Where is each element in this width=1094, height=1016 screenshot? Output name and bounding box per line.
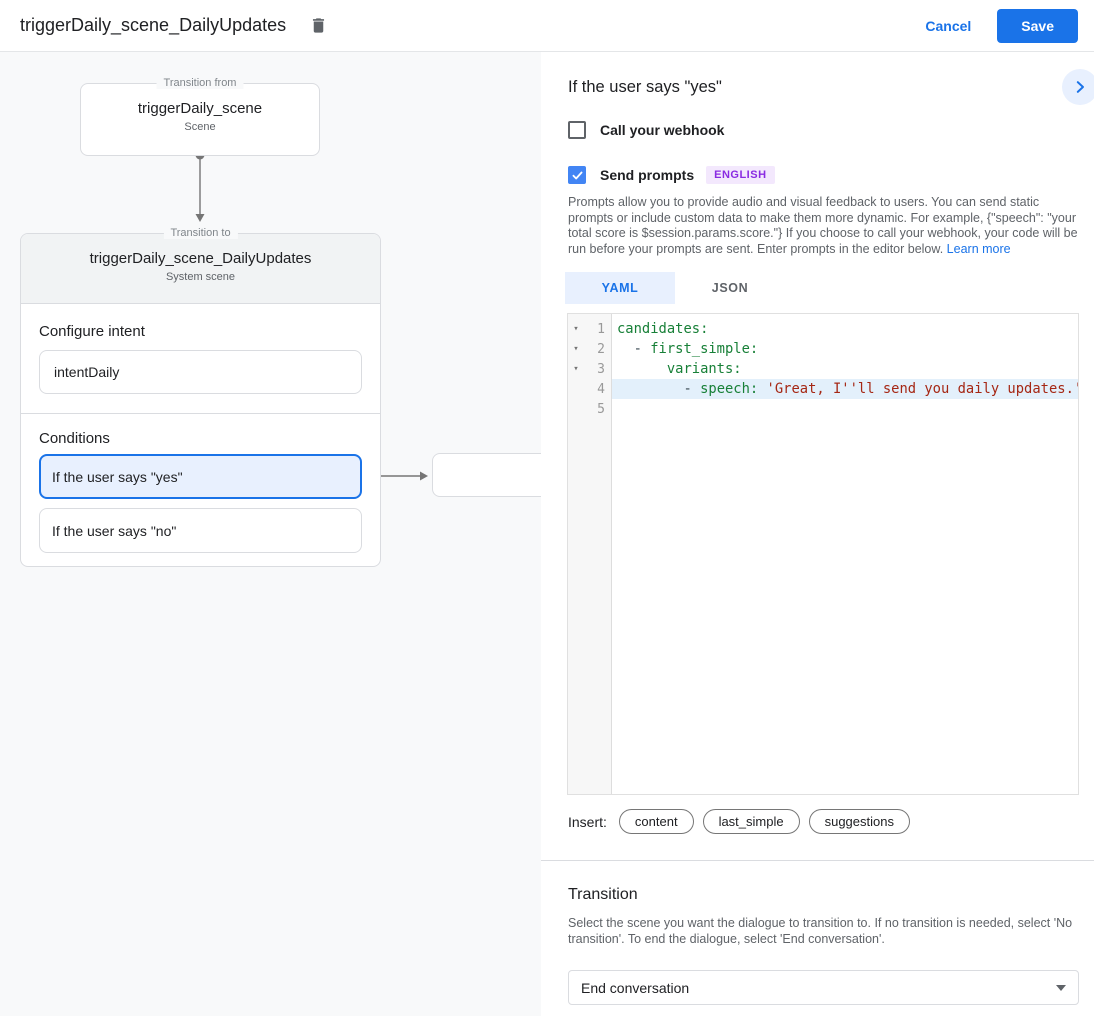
- configure-intent-section: Configure intent intentDaily: [21, 304, 380, 414]
- app-bar: triggerDaily_scene_DailyUpdates Cancel S…: [0, 0, 1094, 52]
- line-number: 3: [597, 361, 605, 377]
- condition-title: If the user says "yes": [568, 78, 722, 96]
- transition-select[interactable]: End conversation: [568, 970, 1079, 1005]
- configure-intent-label: Configure intent: [39, 323, 145, 340]
- transition-description: Select the scene you want the dialogue t…: [568, 916, 1073, 946]
- editor-format-tabs: YAML JSON: [565, 272, 785, 304]
- page-title: triggerDaily_scene_DailyUpdates: [20, 15, 287, 35]
- condition-item[interactable]: If the user says "no": [39, 508, 362, 553]
- transition-from-node[interactable]: Transition from triggerDaily_scene Scene: [80, 77, 320, 156]
- prompt-code-editor: ▾ 1 ▾ 2 ▾ 3 4 5 candidates: - first_simple: var…: [567, 313, 1079, 795]
- line-number: 4: [597, 381, 605, 397]
- send-prompts-checkbox[interactable]: [568, 166, 586, 184]
- editor-code-area[interactable]: candidates: - first_simple: variants: - …: [612, 314, 1078, 794]
- insert-chips: content last_simple suggestions: [618, 809, 910, 834]
- section-divider: [541, 860, 1094, 861]
- tab-yaml[interactable]: YAML: [565, 272, 675, 304]
- send-prompts-row: Send prompts ENGLISH: [568, 166, 775, 184]
- line-number: 1: [597, 321, 605, 337]
- insert-label: Insert:: [568, 813, 607, 830]
- fold-toggle-icon[interactable]: ▾: [573, 324, 579, 334]
- to-scene-type: System scene: [165, 271, 236, 283]
- conditions-list: If the user says "yes" If the user says "…: [39, 454, 362, 553]
- condition-item[interactable]: If the user says "yes": [39, 454, 362, 499]
- code-line: - speech: 'Great, I''ll send you daily u…: [612, 379, 1078, 399]
- send-prompts-label: Send prompts: [600, 167, 695, 183]
- condition-detail-panel: If the user says "yes" Call your webhook…: [541, 52, 1094, 1016]
- code-line: variants:: [666, 361, 742, 377]
- scene-diagram-panel: Transition from triggerDaily_scene Scene…: [0, 52, 541, 1016]
- insert-chip-last_simple[interactable]: last_simple: [702, 809, 800, 834]
- conditions-label: Conditions: [39, 430, 110, 447]
- conditions-section: Conditions If the user says "yes"If the …: [21, 414, 380, 553]
- prompts-description-text: Prompts allow you to provide audio and v…: [568, 195, 1078, 256]
- code-line: [612, 399, 1078, 419]
- next-scene-node[interactable]: [432, 453, 541, 497]
- learn-more-link[interactable]: Learn more: [946, 241, 1011, 256]
- insert-chip-content[interactable]: content: [618, 809, 694, 834]
- transition-to-legend: Transition to: [163, 227, 238, 239]
- from-scene-title: triggerDaily_scene: [137, 100, 263, 117]
- line-number: 2: [597, 341, 605, 357]
- trash-icon: [309, 16, 328, 35]
- transition-heading: Transition: [568, 886, 638, 903]
- transition-selected-value: End conversation: [581, 979, 690, 996]
- editor-gutter: ▾ 1 ▾ 2 ▾ 3 4 5: [568, 314, 612, 794]
- save-button[interactable]: Save: [997, 8, 1078, 43]
- tab-json[interactable]: JSON: [711, 281, 749, 295]
- cancel-button[interactable]: Cancel: [925, 17, 972, 34]
- fold-toggle-icon[interactable]: ▾: [573, 344, 579, 354]
- webhook-row: Call your webhook: [568, 121, 724, 139]
- line-number: 5: [597, 401, 605, 417]
- insert-row: Insert: content last_simple suggestions: [568, 809, 910, 834]
- chevron-right-icon: [1071, 78, 1089, 96]
- transition-to-node: Transition to triggerDaily_scene_DailyUp…: [20, 227, 381, 567]
- language-badge: ENGLISH: [706, 166, 775, 184]
- call-webhook-label: Call your webhook: [600, 122, 725, 138]
- dropdown-caret-icon: [1056, 984, 1066, 991]
- from-scene-type: Scene: [184, 121, 216, 133]
- code-line: candidates:: [617, 321, 709, 337]
- to-scene-title: triggerDaily_scene_DailyUpdates: [89, 250, 312, 267]
- code-line: - first_simple:: [617, 341, 759, 357]
- collapse-panel-button[interactable]: [1062, 69, 1094, 105]
- fold-toggle-icon[interactable]: ▾: [573, 364, 579, 374]
- call-webhook-checkbox[interactable]: [568, 121, 586, 139]
- to-scene-header[interactable]: triggerDaily_scene_DailyUpdates System s…: [21, 234, 380, 304]
- prompts-description: Prompts allow you to provide audio and v…: [568, 195, 1080, 257]
- insert-chip-suggestions[interactable]: suggestions: [808, 809, 910, 834]
- transition-from-legend: Transition from: [156, 77, 244, 89]
- delete-scene-button[interactable]: [302, 10, 334, 42]
- intent-item[interactable]: intentDaily: [39, 350, 362, 394]
- app-bar-actions: Cancel Save: [925, 8, 1078, 43]
